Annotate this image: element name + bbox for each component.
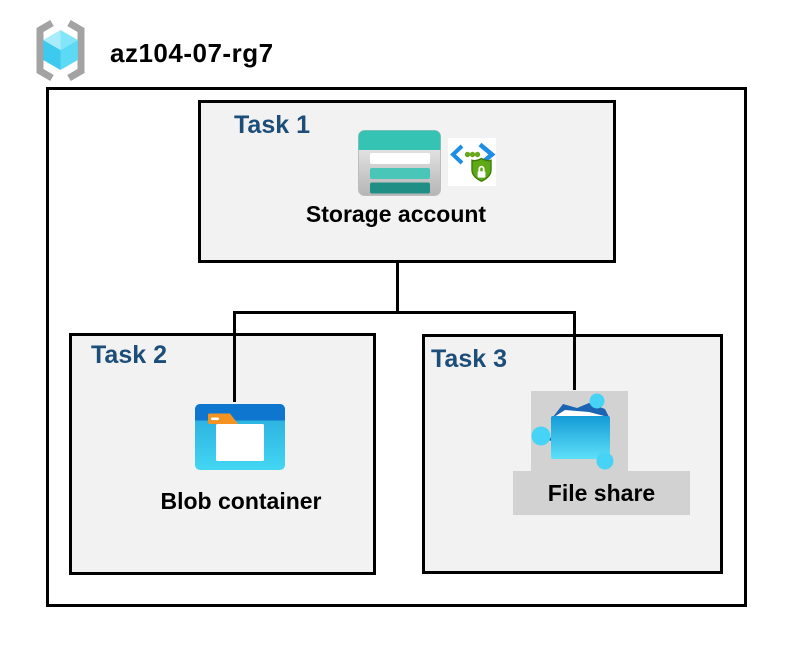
task3-box: Task 3 File share: [422, 334, 723, 574]
secure-access-sas-icon: [448, 138, 496, 186]
task1-label: Task 1: [234, 111, 310, 139]
resource-group-icon: [36, 19, 85, 82]
file-share-icon: [531, 393, 614, 470]
connector-storage-stem: [396, 262, 399, 314]
task2-box: Task 2 Blob container: [69, 333, 376, 575]
resource-group-title: az104-07-rg7: [110, 38, 274, 68]
file-share-label-highlight: File share: [513, 471, 690, 515]
connector-storage-to-fileshare: [573, 311, 576, 390]
blob-container-icon: [195, 404, 285, 470]
file-share-label: File share: [547, 480, 656, 506]
storage-account-label: Storage account: [305, 201, 487, 227]
task3-label: Task 3: [431, 345, 507, 373]
task1-box: Task 1 Storage account: [198, 100, 616, 263]
file-share-icon-highlight: [531, 391, 628, 478]
connector-horizontal: [233, 311, 576, 314]
connector-storage-to-blob: [233, 311, 236, 402]
storage-account-icon: [358, 130, 441, 196]
blob-container-label: Blob container: [160, 488, 322, 514]
task2-label: Task 2: [91, 341, 167, 369]
